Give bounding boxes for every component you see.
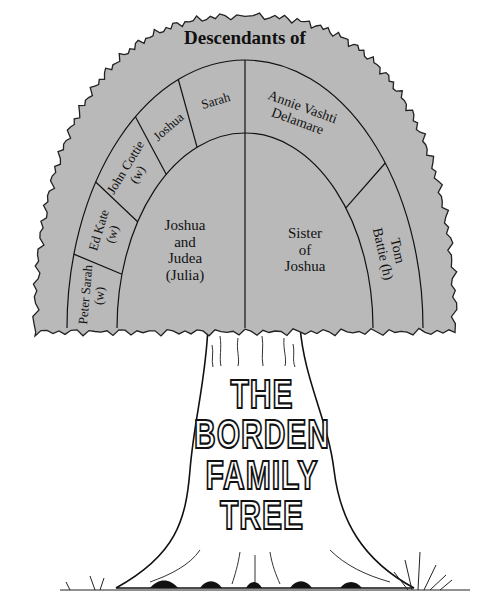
segment-divider [178,80,197,148]
roots [150,581,362,589]
trunk-title: THE BORDEN FAMILY TREE [182,374,342,536]
ring-lines [67,60,423,328]
center-segment: Joshua and Judea (Julia) [158,217,213,283]
crown-heading: Descendants of [184,28,306,49]
tree-crown: Descendants ofPeter Sarah (w)Ed Kate (w)… [0,0,497,345]
name-label: Sister of Joshua [283,225,328,275]
bark-strokes [150,336,390,584]
center-divider [244,60,245,328]
center-segment: Sister of Joshua [283,225,328,275]
name-label: Joshua and Judea (Julia) [158,217,213,283]
crown-outline [33,13,457,336]
segment-divider [346,163,385,208]
crown-shape [0,0,497,345]
trunk-outline [116,326,414,588]
outer-arc [67,60,423,328]
grass [60,552,470,590]
